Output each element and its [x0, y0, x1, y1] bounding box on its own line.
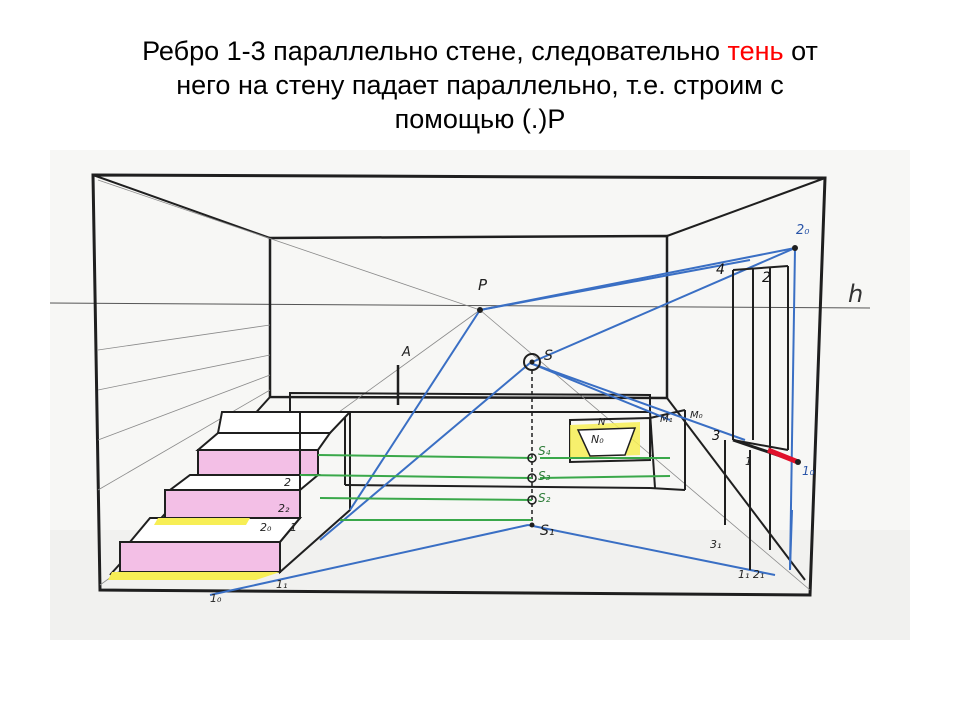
stair-point-1: 1	[290, 521, 297, 534]
door-label-3: 3	[712, 429, 720, 444]
vanishing-point-label: P	[478, 276, 488, 294]
door-point-2-0	[792, 245, 798, 251]
step-1-riser	[119, 541, 281, 573]
s3-label: S₃	[538, 469, 551, 483]
step-3-tread	[195, 432, 332, 451]
title-line1-before: Ребро 1-3 параллельно стене, следователь…	[142, 36, 728, 66]
blue-construction-lines	[209, 247, 796, 596]
title-accent-word: тень	[727, 36, 784, 66]
m0-label: M₀	[690, 410, 703, 421]
door-label-3-1: 3₁	[710, 538, 721, 551]
door-point-1-0	[795, 459, 801, 465]
title-line2: него на стену падает параллельно, т.е. с…	[176, 70, 784, 100]
step-shadow-1	[108, 572, 280, 580]
s4-label: S₄	[538, 444, 551, 458]
slide-title: Ребро 1-3 параллельно стене, следователь…	[40, 34, 920, 136]
s2-label: S₂	[538, 491, 551, 505]
red-shadow-segment	[767, 447, 799, 465]
n0-label: N₀	[591, 433, 604, 446]
m1-label: M₁	[660, 414, 673, 425]
door-label-2-0: 2₀	[796, 223, 810, 238]
title-line3: помощью (.)Р	[394, 104, 566, 134]
platform-niche	[576, 427, 637, 457]
perspective-drawing: h	[50, 150, 910, 640]
door-label-1-1-2-1: 1₁ 2₁	[738, 568, 764, 581]
staircase	[108, 411, 353, 580]
s-markers	[527, 453, 537, 505]
stair-point-1-0: 1₀	[210, 592, 222, 605]
light-plan-point	[529, 522, 535, 528]
green-construction-lines	[299, 454, 671, 521]
door-label-1-0: 1₀	[802, 464, 815, 478]
step-2-tread	[167, 474, 321, 491]
step-shadow-2	[154, 518, 250, 525]
stair-point-2: 2	[284, 476, 291, 489]
n-label: N	[598, 417, 606, 428]
stair-point-2-0: 2₀	[260, 521, 272, 534]
stair-point-1-1: 1₁	[276, 578, 287, 591]
step-4-top	[216, 411, 353, 434]
room-front-frame	[91, 173, 827, 597]
door-label-1: 1	[745, 455, 752, 468]
vanishing-point	[477, 307, 483, 313]
light-plan-label: S₁	[540, 523, 555, 539]
staircase-side	[279, 411, 351, 575]
horizon-label: h	[848, 280, 863, 308]
title-line1-after: от	[783, 36, 818, 66]
stair-point-2-2: 2₂	[278, 502, 290, 515]
door-label-2: 2	[762, 270, 771, 286]
door-label-4: 4	[716, 262, 725, 278]
light-source-point	[529, 359, 535, 365]
point-a-label: A	[401, 345, 411, 360]
light-source-label: S	[544, 348, 553, 364]
